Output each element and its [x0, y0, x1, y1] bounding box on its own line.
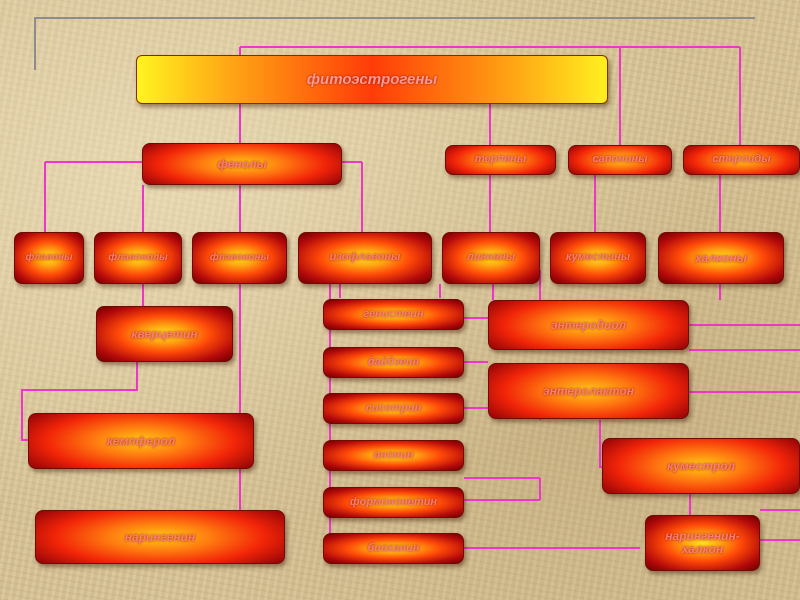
node-phytoestrogens: фитоэстрогены: [136, 55, 608, 104]
node-genistein: генистеин: [323, 299, 464, 330]
node-enterolactone: энтеролактон: [488, 363, 689, 419]
node-naringenin-chalcone: нарингенин-халкон: [645, 515, 760, 571]
node-phenols: фенолы: [142, 143, 342, 185]
node-biochanin: биоханин: [323, 533, 464, 564]
node-formononetin: формононетин: [323, 487, 464, 518]
node-isoflavones: изофлавоны: [298, 232, 432, 284]
node-chalcones: халконы: [658, 232, 784, 284]
node-steroids: стероиды: [683, 145, 800, 175]
node-kaempferol: кемпферол: [28, 413, 254, 469]
node-lignans: лигнаны: [442, 232, 540, 284]
frame-line: [34, 17, 755, 70]
node-coumestrol: куместрол: [602, 438, 800, 494]
node-daidzein: дайдзеин: [323, 347, 464, 378]
node-enterodiol: энтеродиол: [488, 300, 689, 350]
node-naringenin: нарингенин: [35, 510, 285, 564]
node-flavonols: флавонолы: [94, 232, 182, 284]
node-coumestans: куместаны: [550, 232, 646, 284]
node-terpenes: терпены: [445, 145, 556, 175]
node-sissotrin: сисотрин: [323, 393, 464, 424]
node-flavanones: флавононы: [192, 232, 287, 284]
node-ononin: ононин: [323, 440, 464, 471]
node-quercetin: кверцетин: [96, 306, 233, 362]
node-saponins: сапонины: [568, 145, 672, 175]
node-flavones: флавоны: [14, 232, 84, 284]
